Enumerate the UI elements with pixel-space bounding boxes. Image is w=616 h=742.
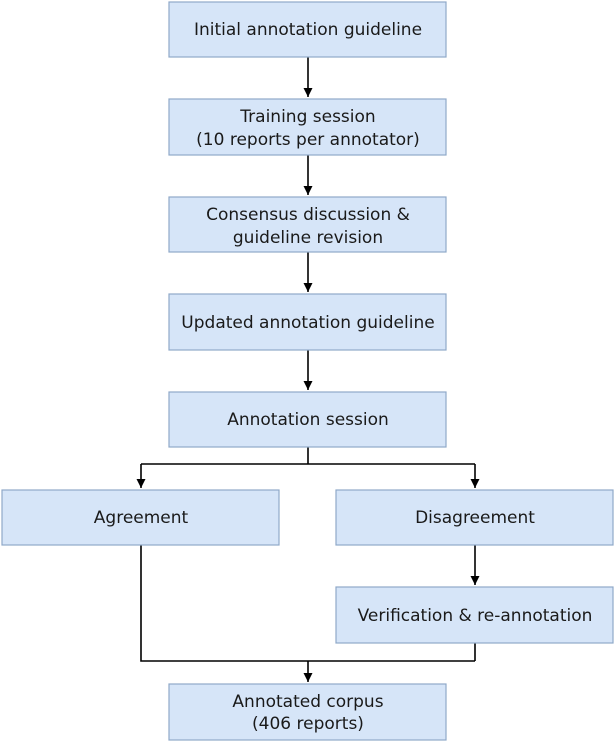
edge-agreement-merge	[140, 545, 476, 662]
node-consensus-discussion: Consensus discussion & guideline revisio…	[168, 196, 447, 253]
node-initial-guideline-label: Initial annotation guideline	[194, 20, 422, 40]
node-consensus-discussion-sublabel: guideline revision	[233, 228, 383, 248]
node-agreement-label: Agreement	[94, 508, 189, 528]
node-training-session-sublabel: (10 reports per annotator)	[196, 130, 420, 150]
node-training-session: Training session (10 reports per annotat…	[168, 98, 447, 156]
node-training-session-label: Training session	[239, 107, 375, 127]
node-annotation-session-label: Annotation session	[227, 410, 389, 430]
node-annotation-session: Annotation session	[168, 391, 447, 448]
node-annotated-corpus: Annotated corpus (406 reports)	[168, 683, 447, 741]
node-annotated-corpus-sublabel: (406 reports)	[252, 714, 364, 734]
node-disagreement: Disagreement	[335, 489, 614, 546]
edges	[136, 57, 480, 682]
node-agreement: Agreement	[1, 489, 280, 546]
node-verification: Verification & re-annotation	[335, 586, 614, 644]
node-initial-guideline: Initial annotation guideline	[168, 1, 447, 58]
edge-session-split	[141, 447, 475, 465]
node-consensus-discussion-label: Consensus discussion &	[206, 205, 410, 225]
node-annotated-corpus-label: Annotated corpus	[232, 692, 383, 712]
node-updated-guideline-label: Updated annotation guideline	[181, 313, 434, 333]
node-disagreement-label: Disagreement	[415, 508, 535, 528]
node-updated-guideline: Updated annotation guideline	[168, 293, 447, 351]
node-verification-label: Verification & re-annotation	[358, 606, 593, 626]
